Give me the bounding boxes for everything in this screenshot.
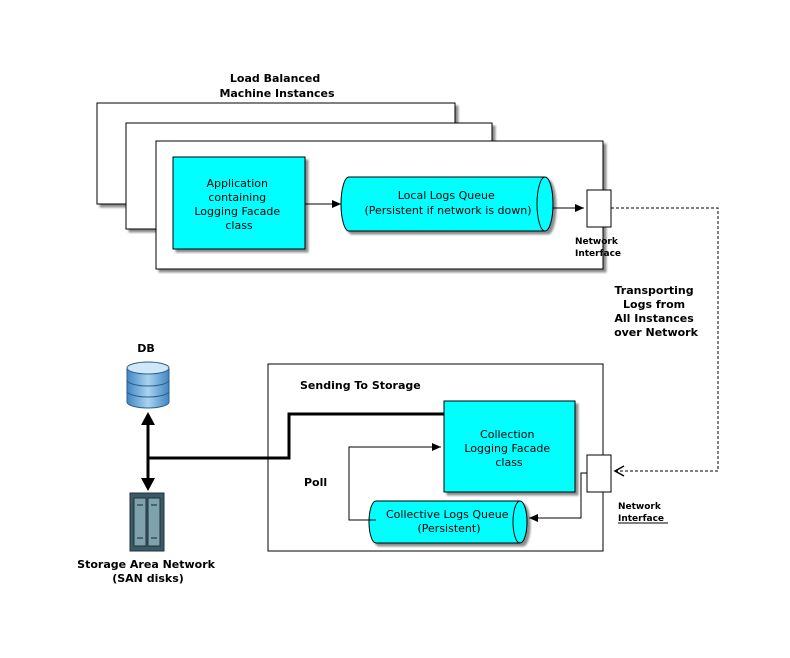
network-interface-top-line-1: Network xyxy=(575,237,619,247)
application-box: Application containing Logging Facade cl… xyxy=(172,156,306,250)
poll-label: Poll xyxy=(304,476,327,489)
load-balanced-title-line-1: Load Balanced xyxy=(230,72,320,85)
local-queue-line-1: Local Logs Queue xyxy=(398,189,495,202)
network-interface-bottom: Network Interface xyxy=(586,454,668,524)
collective-queue-line-2: (Persistent) xyxy=(418,522,481,535)
network-interface-top: Network Interface xyxy=(575,189,621,259)
collective-logs-queue: Collective Logs Queue (Persistent) xyxy=(368,500,528,544)
svg-text:Application containing: Application containing Logging Facade cl… xyxy=(194,177,283,232)
network-interface-bottom-line-1: Network xyxy=(618,502,662,512)
transport-label: Transporting Logs from All Instances ove… xyxy=(614,284,699,339)
collection-box-line-3: class xyxy=(495,456,523,469)
arrow-network-to-collective-queue xyxy=(529,472,587,522)
san-label-line-1: Storage Area Network xyxy=(77,558,215,571)
san-label-line-2: (SAN disks) xyxy=(112,572,184,585)
database-icon xyxy=(126,361,170,409)
transport-dashed-connector xyxy=(611,207,719,477)
app-box-line-1: Application xyxy=(207,177,268,190)
storage-connector-thick xyxy=(148,412,444,460)
app-box-line-4: class xyxy=(225,219,253,232)
db-label: DB xyxy=(137,342,155,355)
load-balanced-title-line-2: Machine Instances xyxy=(219,87,335,100)
svg-text:Collective Logs Queue (P: Collective Logs Queue (Persistent) xyxy=(386,508,512,535)
transport-label-line-4: over Network xyxy=(614,326,699,339)
sending-to-storage-label: Sending To Storage xyxy=(300,379,421,392)
transport-label-line-3: All Instances xyxy=(614,312,694,325)
arrowhead-to-san xyxy=(141,478,155,491)
svg-text:Local Logs Queue (Persis: Local Logs Queue (Persistent if network … xyxy=(364,189,531,217)
arrow-poll-loop xyxy=(348,443,441,521)
svg-text:Network Interface: Network Interface xyxy=(575,237,621,259)
network-interface-bottom-line-2: Interface xyxy=(618,514,664,524)
local-logs-queue: Local Logs Queue (Persistent if network … xyxy=(340,176,554,232)
collection-box-line-1: Collection xyxy=(480,428,534,441)
san-label: Storage Area Network (SAN disks) xyxy=(77,558,219,585)
transport-label-line-1: Transporting xyxy=(615,284,694,297)
svg-text:Collection Logging Facad: Collection Logging Facade class xyxy=(464,428,553,469)
svg-text:Network Interface: Network Interface xyxy=(618,502,664,524)
collection-box-line-2: Logging Facade xyxy=(464,442,550,455)
load-balanced-title: Load Balanced Machine Instances xyxy=(219,72,335,100)
app-box-line-2: containing xyxy=(208,191,266,204)
transport-label-line-2: Logs from xyxy=(623,298,685,311)
collective-queue-line-1: Collective Logs Queue xyxy=(386,508,509,521)
arrowhead-to-db xyxy=(141,412,155,425)
local-queue-line-2: (Persistent if network is down) xyxy=(364,204,531,217)
san-storage-icon xyxy=(129,492,165,552)
app-box-line-3: Logging Facade xyxy=(194,205,280,218)
collection-box: Collection Logging Facade class xyxy=(443,400,576,493)
network-interface-top-line-2: Interface xyxy=(575,249,621,259)
